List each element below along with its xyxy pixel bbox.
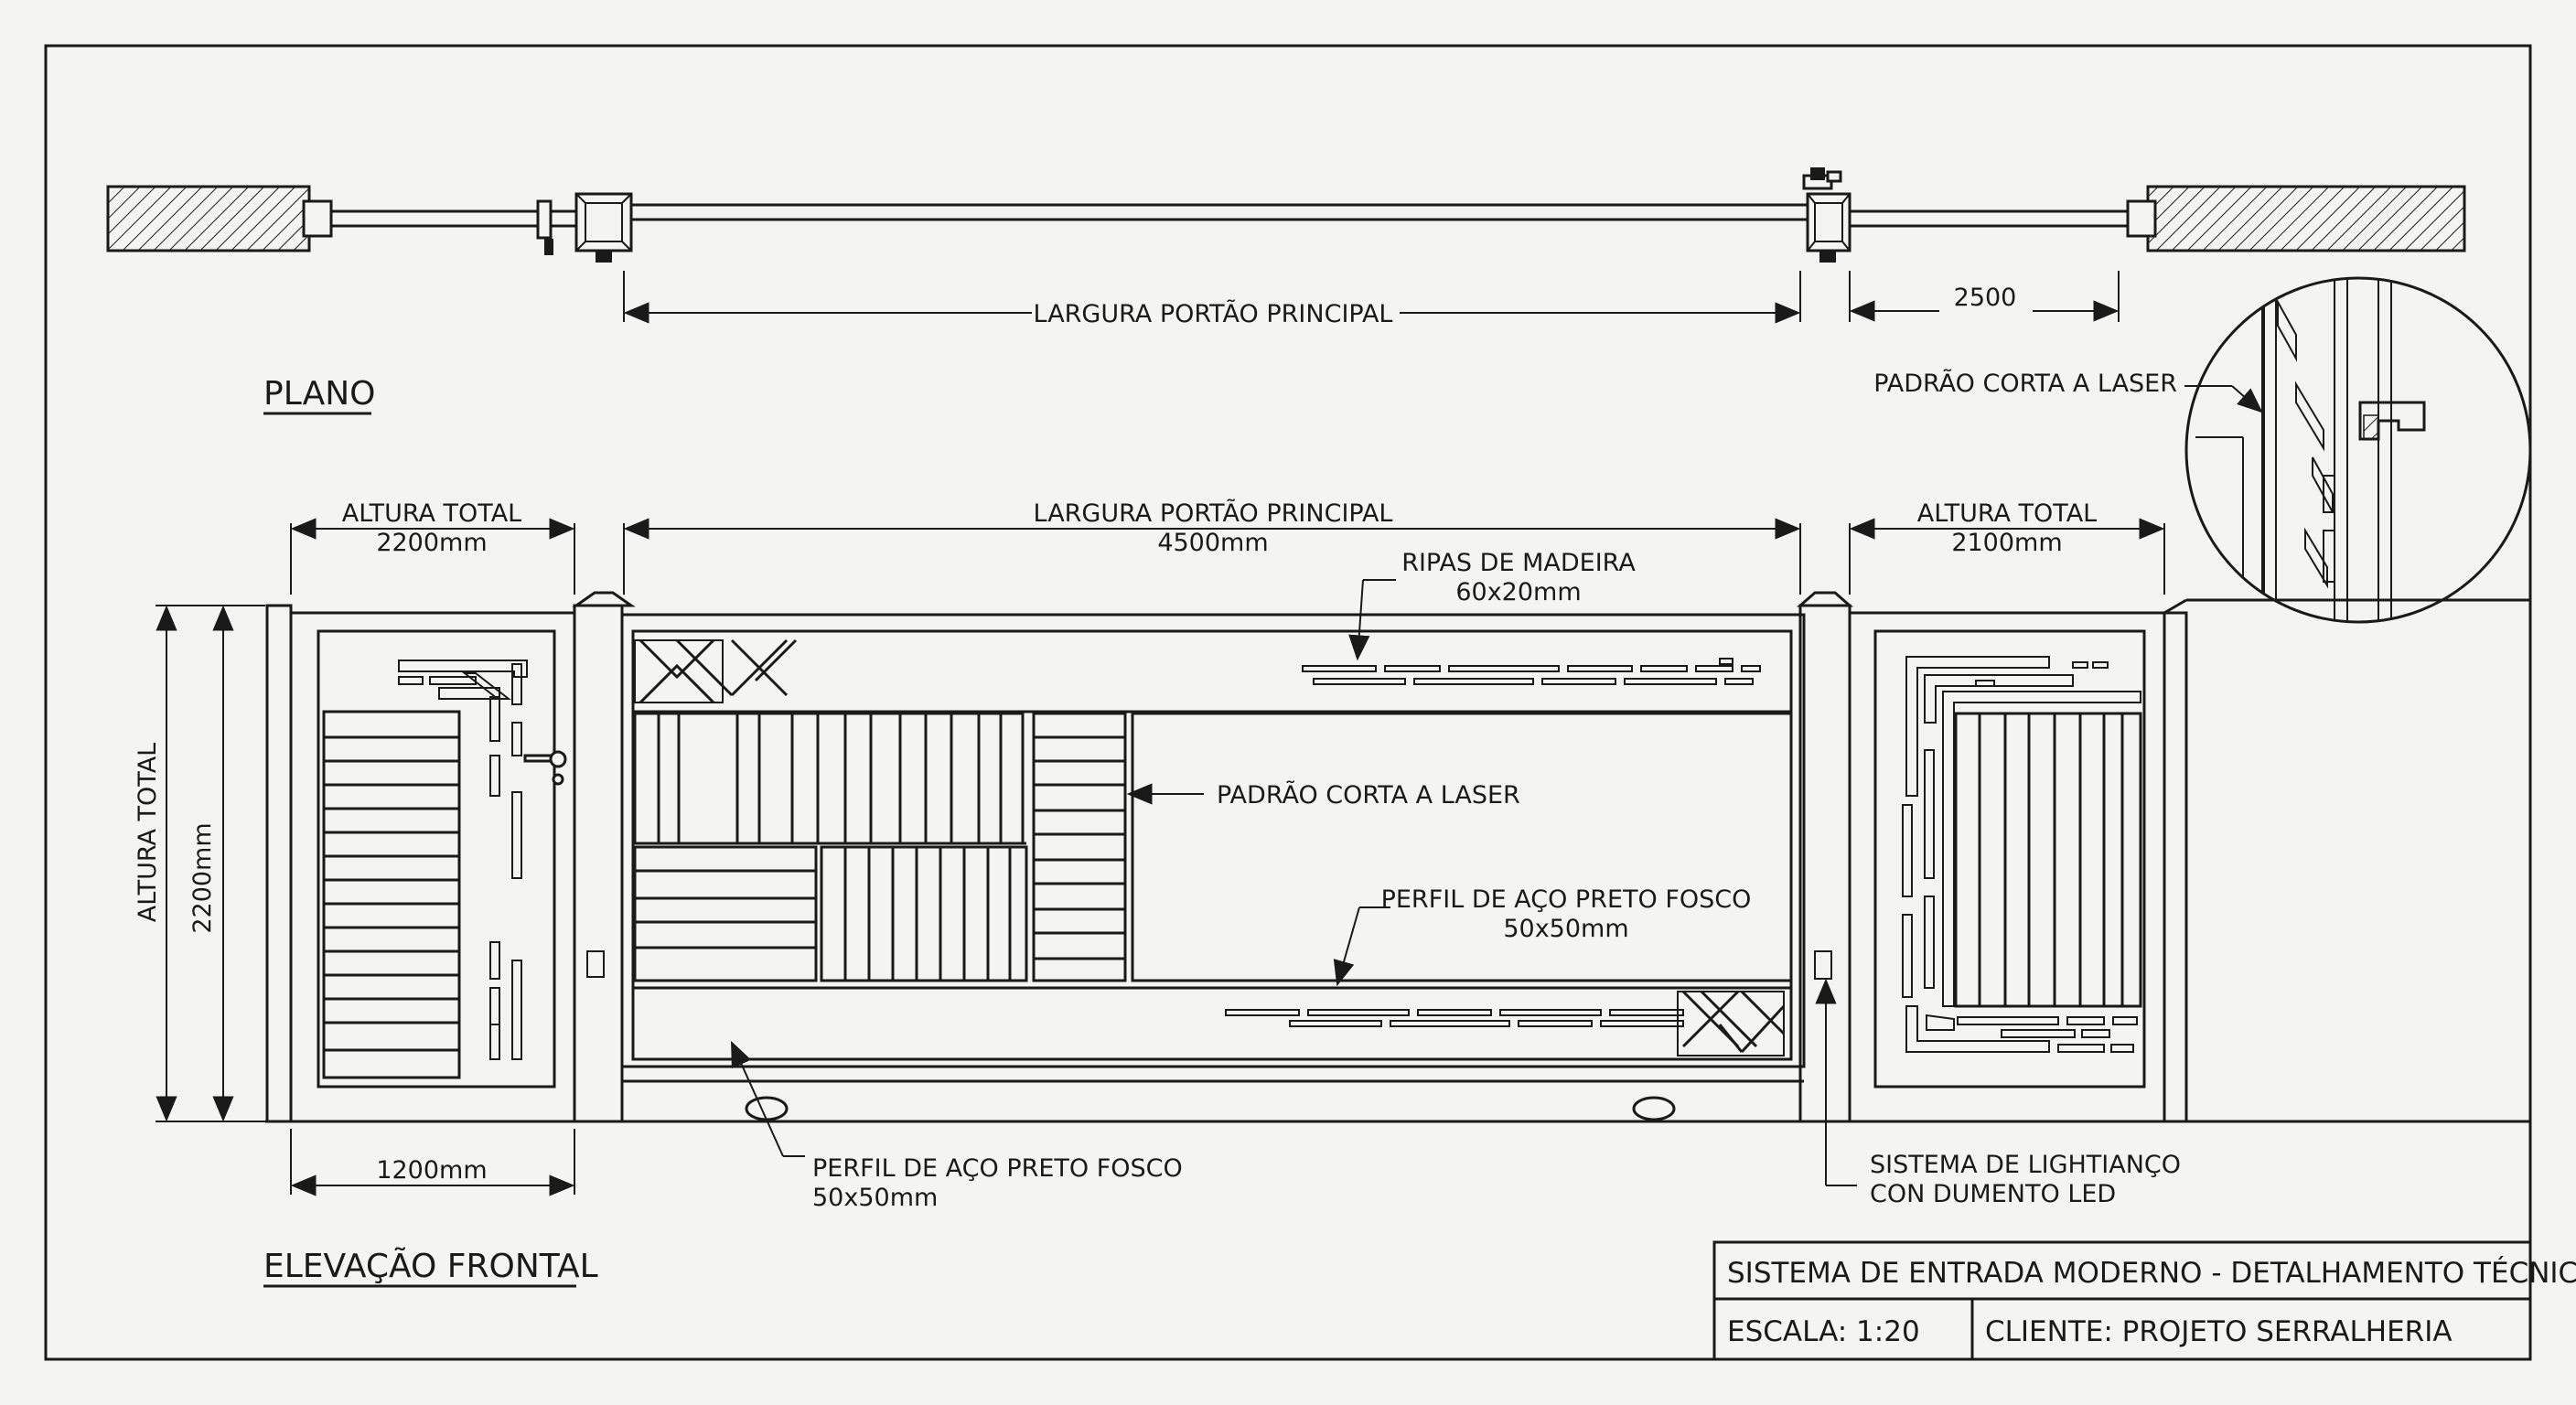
note-led-lighting: SISTEMA DE LIGHTIANÇO CON DUMENTO LED — [1815, 978, 2181, 1208]
front-elevation: ALTURA TOTAL 2200mm LARGURA PORTÃO PRINC… — [134, 499, 2530, 1288]
plan-view: LARGURA PORTÃO PRINCIPAL 2500 PLANO — [106, 167, 2466, 415]
laser-detail-circle: PADRÃO CORTA A LASER — [1873, 276, 2532, 624]
title-block-scale: ESCALA: 1:20 — [1727, 1315, 1920, 1348]
plan-title: PLANO — [263, 375, 375, 413]
plan-post-right — [1802, 167, 1852, 263]
note-wood-line1: RIPAS DE MADEIRA — [1401, 549, 1636, 577]
elev-dim-vertical-label: ALTURA TOTAL — [134, 743, 162, 922]
main-gate-vertical-slats-upper — [633, 712, 1025, 845]
sensor-left — [586, 950, 605, 978]
pedestrian-gate-slats — [322, 710, 461, 1079]
right-wall — [2163, 598, 2188, 1123]
elev-dim-main: LARGURA PORTÃO PRINCIPAL 4500mm — [623, 499, 1801, 595]
gate-wheel-left — [745, 1096, 789, 1121]
elev-dim-bottom-left-value: 1200mm — [376, 1156, 487, 1185]
elev-dim-right-value: 2100mm — [1951, 529, 2062, 557]
main-sliding-gate[interactable] — [620, 613, 1806, 1121]
elev-dim-main-label: LARGURA PORTÃO PRINCIPAL — [1034, 499, 1393, 528]
plan-dim-main: LARGURA PORTÃO PRINCIPAL — [623, 271, 1801, 328]
gate-wheel-right — [1632, 1096, 1676, 1121]
elev-dim-right: ALTURA TOTAL 2100mm — [1849, 499, 2165, 595]
main-gate-vertical-slats-lower — [635, 842, 1028, 982]
left-wall — [265, 604, 293, 1123]
elev-dim-left-label: ALTURA TOTAL — [342, 499, 521, 528]
laser-detail-label: PADRÃO CORTA A LASER — [1873, 369, 2177, 398]
elevation-title: ELEVAÇÃO FRONTAL — [263, 1247, 598, 1285]
title-block: SISTEMA DE ENTRADA MODERNO - DETALHAMENT… — [1712, 1240, 2576, 1361]
note-laser-text: PADRÃO CORTA A LASER — [1217, 780, 1520, 810]
plan-dim-right-label: 2500 — [1954, 284, 2017, 312]
plan-wall-left — [106, 185, 311, 252]
title-block-title: SISTEMA DE ENTRADA MODERNO - DETALHAMENT… — [1727, 1257, 2576, 1290]
plan-dim-right: 2500 — [1849, 271, 2120, 322]
note-lighting-line2: CON DUMENTO LED — [1870, 1180, 2116, 1208]
main-gate-x-pattern-bottom — [1677, 990, 1786, 1056]
plan-wall-right — [2146, 185, 2466, 252]
right-panel-vertical-slats — [1954, 712, 2142, 1008]
elev-dim-left: ALTURA TOTAL 2200mm — [290, 499, 575, 595]
elev-dim-left-value: 2200mm — [376, 529, 487, 557]
sensor-right — [1814, 950, 1832, 980]
pedestrian-gate — [289, 611, 576, 1123]
title-block-client: CLIENTE: PROJETO SERRALHERIA — [1985, 1315, 2453, 1348]
plan-post-left — [574, 192, 633, 263]
sheet-border — [44, 44, 2532, 1361]
wood-slat-strip-bottom — [1225, 1009, 1684, 1027]
plan-dim-main-label: LARGURA PORTÃO PRINCIPAL — [1034, 299, 1393, 328]
note-profile-upper-line2: 50x50mm — [1503, 915, 1628, 943]
elev-dim-main-value: 4500mm — [1157, 529, 1268, 557]
right-panel-laser-pattern — [1902, 656, 2141, 1053]
note-wood-line2: 60x20mm — [1455, 578, 1581, 606]
note-profile-lower-line1: PERFIL DE AÇO PRETO FOSCO — [812, 1154, 1183, 1183]
note-steel-profile-upper: PERFIL DE AÇO PRETO FOSCO 50x50mm — [1333, 885, 1752, 987]
note-wood-slats: RIPAS DE MADEIRA 60x20mm — [1348, 549, 1636, 661]
note-lighting-line1: SISTEMA DE LIGHTIANÇO — [1870, 1151, 2181, 1179]
main-gate-x-pattern-top — [634, 638, 798, 704]
note-profile-upper-line1: PERFIL DE AÇO PRETO FOSCO — [1381, 885, 1752, 914]
note-profile-lower-line2: 50x50mm — [812, 1184, 938, 1212]
main-gate-horizontal-slats-center — [1032, 712, 1127, 982]
elev-dim-vertical: ALTURA TOTAL 2200mm — [134, 605, 265, 1122]
main-gate-horizontal-slats-left — [633, 845, 818, 982]
note-steel-profile-lower: PERFIL DE AÇO PRETO FOSCO 50x50mm — [731, 1040, 1183, 1212]
elev-dim-right-label: ALTURA TOTAL — [1917, 499, 2097, 528]
elev-dim-bottom-left: 1200mm — [290, 1129, 575, 1196]
main-gate-open-panel — [1131, 712, 1793, 982]
right-side-panel — [1848, 611, 2166, 1123]
elev-dim-vertical-value: 2200mm — [188, 822, 217, 933]
wood-slat-strip-top — [1302, 658, 1761, 685]
note-laser-pattern: PADRÃO CORTA A LASER — [1126, 780, 1520, 810]
pedestrian-gate-laser-pattern — [398, 660, 528, 1060]
